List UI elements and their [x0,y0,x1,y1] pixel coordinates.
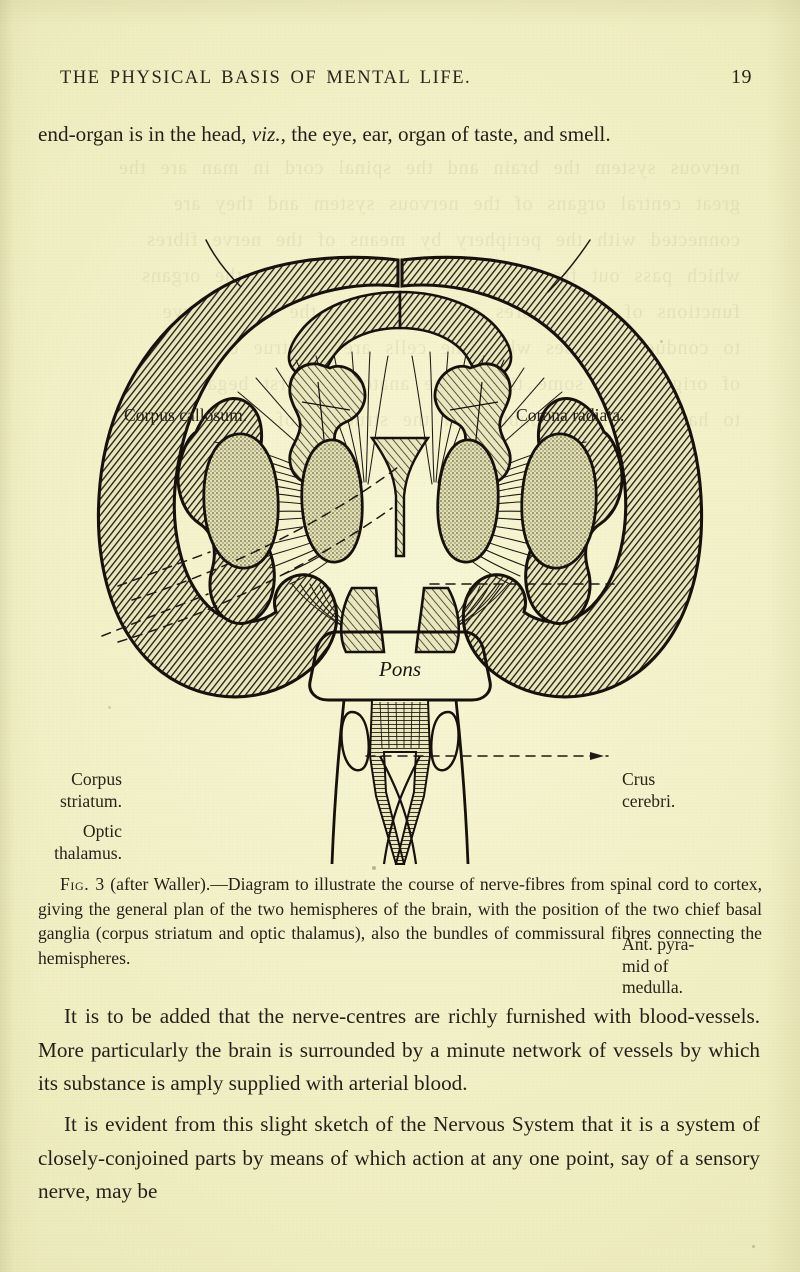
leader-arrowhead-ant-pyramid [590,752,604,760]
label-corpus-callosum: Corpus callosum. [124,405,248,425]
leader-optic-thalamus [101,593,209,637]
label-corona-radiata: Corona radiata. [516,405,625,425]
caption-dash: — [210,874,228,894]
leader-corona-radiata [547,239,591,293]
label-corpus-striatum: Corpus striatum. [59,769,122,811]
paragraph-top-pre: end-organ is in the head, [38,122,252,146]
caption-figure-number: Fig. 3 [60,874,105,894]
running-head: THE PHYSICAL BASIS OF MENTAL LIFE. 19 [60,66,752,89]
paragraph-bottom: It is evident from this slight sketch of… [38,1108,760,1209]
optic-thalamus-inner-right [436,438,500,564]
caption-credit: (after Waller). [110,874,211,894]
paragraph-middle: It is to be added that the nerve-centres… [38,1000,760,1101]
optic-thalamus-outer-right [520,432,598,570]
brain-section-illustration: Pons [96,239,704,865]
label-ant-pyramid-medulla: Ant. pyra- mid of medulla. [622,934,695,997]
paragraph-middle-text: It is to be added that the nerve-centres… [38,1004,760,1096]
label-optic-thalamus: Optic thalamus. [54,821,122,863]
optic-thalamus-inner-left [300,438,364,564]
pons: Pons [308,630,492,702]
pons-label: Pons [378,657,421,681]
caption-text: Diagram to illustrate the course of nerv… [38,874,763,968]
paragraph-top-post: , the eye, ear, organ of taste, and smel… [280,122,611,146]
crus-cerebri-left [339,586,386,654]
figure-caption: Fig. 3 (after Waller).—Diagram to illust… [38,872,762,970]
label-crus-cerebri: Crus cerebri. [622,769,676,811]
leader-lines [101,239,615,757]
foxing-speck [752,1245,755,1248]
medulla-oblongata [330,699,470,865]
running-head-title: THE PHYSICAL BASIS OF MENTAL LIFE. [60,68,472,88]
paragraph-bottom-text: It is evident from this slight sketch of… [38,1112,760,1204]
paragraph-top: end-organ is in the head, viz., the eye,… [38,118,760,152]
paragraph-top-italic: viz. [251,122,281,146]
figure-3: Pons [0,196,800,997]
leader-striatum-long [131,463,403,601]
third-ventricle-septum [369,436,431,558]
leader-thalamus-long [117,507,393,643]
optic-thalamus-outer-left [202,432,280,570]
leader-corpus-callosum [205,239,241,287]
crus-cerebri-right [414,586,461,654]
corpus-callosum [287,290,513,378]
leader-corpus-striatum [117,551,211,587]
page-number: 19 [731,66,752,88]
